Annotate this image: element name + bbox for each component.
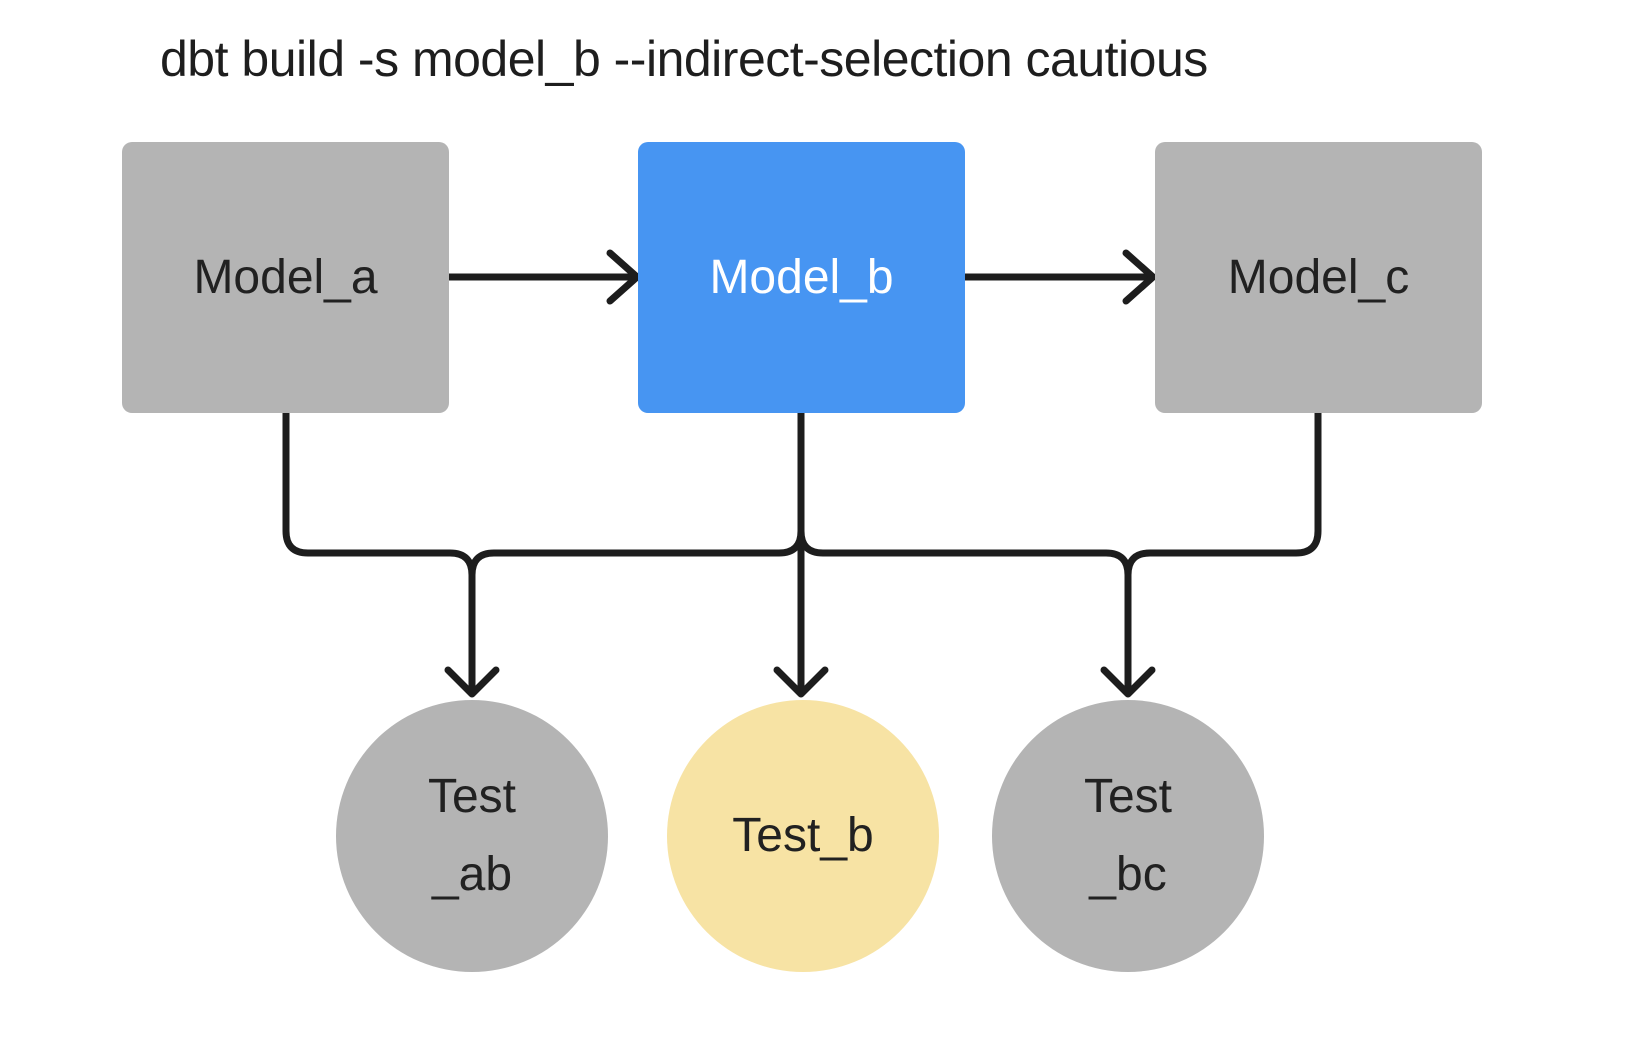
node-model-a-label: Model_a <box>193 251 378 304</box>
node-model-a: Model_a <box>122 142 449 413</box>
arrowhead-model-c-icon <box>1122 249 1157 305</box>
edge-model-c-to-test-bc <box>1124 409 1322 691</box>
node-test-ab-label-line1: Test <box>427 770 517 824</box>
edge-model-a-to-test-ab <box>282 409 476 691</box>
edge-model-b-to-test-bc <box>797 409 1132 691</box>
node-test-bc-label-line2: _bc <box>1089 848 1167 901</box>
node-test-ab-label-line2: _ab <box>431 848 513 901</box>
diagram-title: dbt build -s model_b --indirect-selectio… <box>160 31 1208 87</box>
edge-model-b-to-test-ab <box>468 409 805 691</box>
arrowhead-test-b-icon <box>773 666 829 698</box>
node-test-b-label-line1: Test_b <box>732 809 874 863</box>
node-model-b: Model_b <box>638 142 965 413</box>
arrowhead-model-b-icon <box>606 249 641 305</box>
node-test-b: Test_b <box>667 700 939 972</box>
node-model-c-label: Model_c <box>1227 251 1410 304</box>
node-test-ab: Test _ab <box>336 700 608 972</box>
node-test-bc: Test _bc <box>992 700 1264 972</box>
node-model-c: Model_c <box>1155 142 1482 413</box>
arrowhead-test-bc-icon <box>1100 666 1156 698</box>
node-model-b-label: Model_b <box>709 251 894 304</box>
arrowhead-test-ab-icon <box>444 666 500 698</box>
node-test-bc-label-line1: Test <box>1083 770 1173 824</box>
